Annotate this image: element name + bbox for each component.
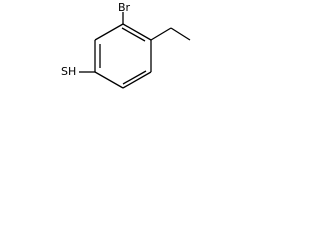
structure-canvas: Br SH <box>0 0 200 116</box>
ring-bond-2 <box>122 23 152 41</box>
thiol-label: SH <box>61 65 76 78</box>
double-bond-inner-2 <box>122 70 147 85</box>
bromine-label: Br <box>118 1 131 14</box>
ring-bond-4 <box>122 71 152 89</box>
double-bond-inner-1 <box>121 27 146 42</box>
ring-bond-1 <box>94 23 124 41</box>
methoxy-o-bond <box>150 27 172 41</box>
molecule-structure: Br SH <box>61 1 191 89</box>
ring-bond-5 <box>94 71 124 89</box>
methoxy-methyl-bond <box>170 27 191 41</box>
